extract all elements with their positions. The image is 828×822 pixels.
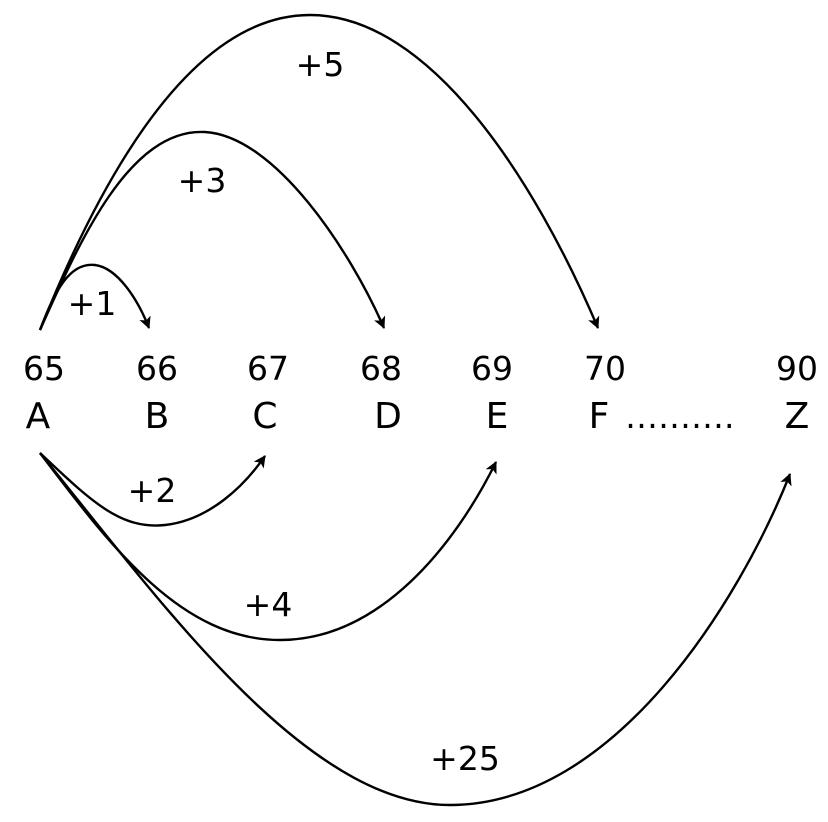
letter-d: D	[374, 396, 402, 437]
label-plus3: +3	[178, 161, 227, 200]
letter-e: E	[486, 396, 509, 437]
code-c: 67	[247, 349, 289, 388]
code-e: 69	[471, 349, 513, 388]
code-b: 66	[136, 349, 178, 388]
arrow-a-to-d	[38, 130, 386, 331]
letter-c: C	[252, 396, 277, 437]
label-plus1: +1	[68, 284, 117, 323]
letter-b: B	[145, 396, 170, 437]
code-f: 70	[584, 349, 626, 388]
letter-a: A	[26, 396, 51, 437]
ellipsis: ……….	[625, 397, 735, 436]
label-plus4: +4	[244, 585, 293, 624]
arrow-a-to-f	[38, 13, 600, 331]
letter-z: Z	[785, 396, 810, 437]
arrow-a-to-c	[39, 452, 266, 527]
letter-f: F	[589, 396, 610, 437]
code-d: 68	[360, 349, 402, 388]
code-a: 65	[23, 349, 65, 388]
code-z: 90	[776, 349, 818, 388]
label-plus5: +5	[296, 45, 345, 84]
label-plus25: +25	[430, 739, 500, 778]
arrow-a-to-z	[39, 452, 792, 807]
label-plus2: +2	[128, 471, 177, 510]
